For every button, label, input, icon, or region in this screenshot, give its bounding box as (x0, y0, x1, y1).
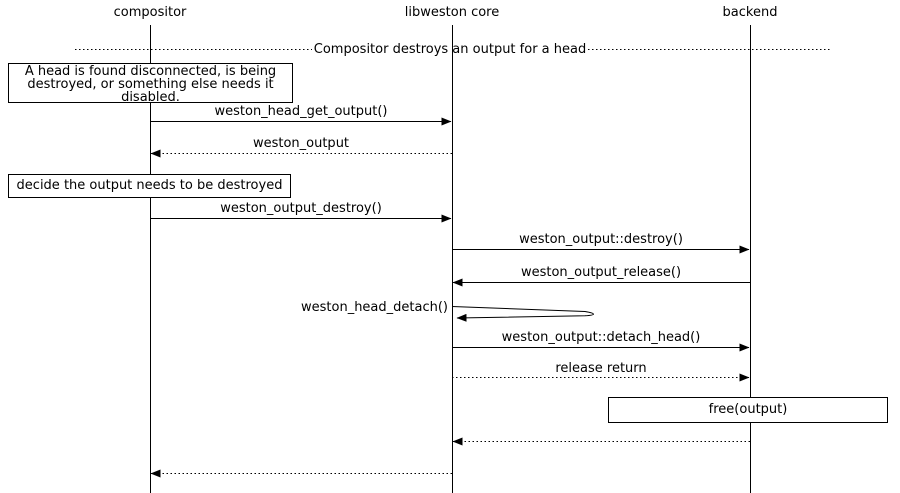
message-label-head-detach: weston_head_detach() (301, 300, 448, 315)
actor-label-backend: backend (722, 5, 778, 20)
arrow-head-detach-self-loop (451, 306, 594, 322)
note-head-disconnected-line1: A head is found disconnected, is being (24, 64, 277, 79)
actor-label-compositor: compositor (113, 5, 187, 20)
note-head-disconnected-line3: disabled. (121, 90, 180, 105)
message-label-output-destroy-vfunc: weston_output::destroy() (519, 232, 683, 247)
note-free-output: free(output) (608, 397, 888, 423)
message-label-output-detach-head: weston_output::detach_head() (501, 330, 701, 345)
note-head-disconnected-line2: destroyed, or something else needs it (27, 77, 274, 92)
divider-label: Compositor destroys an output for a head (313, 42, 587, 57)
message-label-output-release: weston_output_release() (520, 265, 682, 280)
note-decide-destroy: decide the output needs to be destroyed (8, 174, 291, 198)
message-label-output-destroy: weston_output_destroy() (220, 201, 382, 216)
actor-label-libweston-core: libweston core (404, 5, 500, 20)
message-label-weston-output-return: weston_output (252, 136, 350, 151)
message-label-head-get-output: weston_head_get_output() (214, 104, 388, 119)
note-head-disconnected: A head is found disconnected, is being d… (8, 63, 293, 105)
message-label-release-return: release return (555, 361, 647, 376)
